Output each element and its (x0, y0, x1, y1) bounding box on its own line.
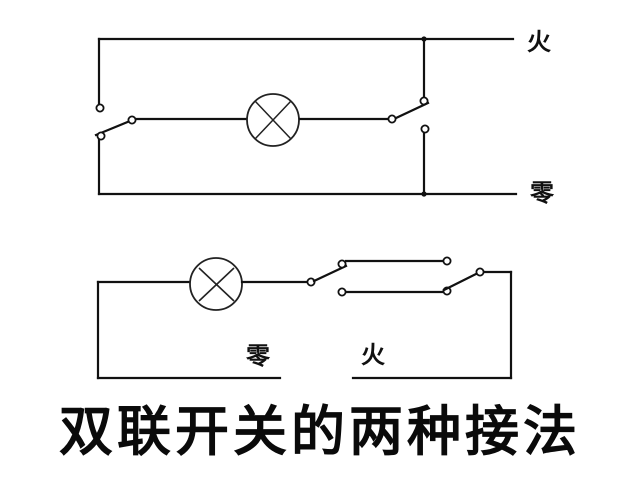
diagram-title: 双联开关的两种接法 (59, 400, 581, 463)
bottom-live-label: 火 (361, 341, 385, 369)
bottom-lamp-icon (189, 257, 243, 311)
top-lamp-icon (246, 93, 300, 147)
bottom-neutral-wire (96, 280, 282, 380)
top-left-switch (94, 37, 137, 196)
top-neutral-label: 零 (530, 179, 554, 207)
top-right-switch (387, 37, 430, 196)
bottom-traveler-wires (344, 256, 452, 294)
bottom-left-switch (306, 259, 348, 297)
bottom-neutral-label: 零 (246, 342, 270, 370)
top-live-label: 火 (527, 28, 551, 56)
bottom-right-switch (351, 267, 513, 380)
